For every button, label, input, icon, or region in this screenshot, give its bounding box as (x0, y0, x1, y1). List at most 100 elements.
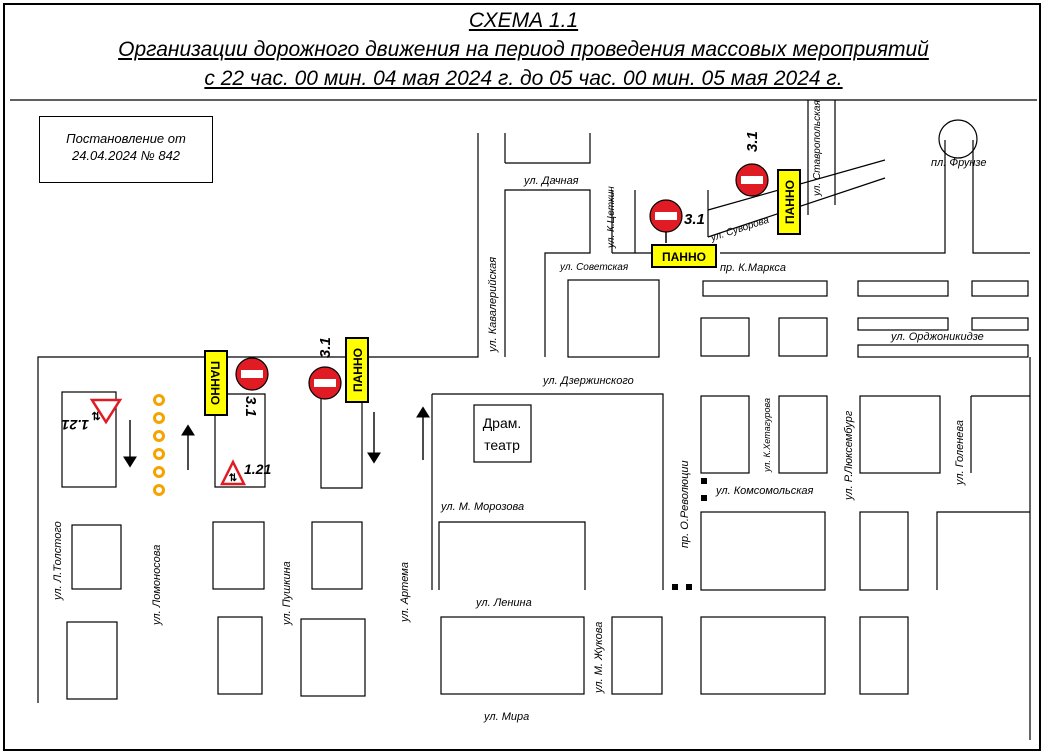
map-frame (3, 3, 1041, 751)
road-edge (505, 133, 591, 164)
block (700, 511, 826, 591)
warning-triangle-icon (89, 398, 123, 425)
road-kavaleriyskaya-west (37, 133, 479, 703)
no-entry-sign-mid-left: 3.1 (235, 357, 269, 417)
cone-icon (153, 412, 165, 424)
warning-triangle-icon (219, 459, 247, 486)
label-stavropolskaya: ул. Ставропольская (812, 100, 823, 197)
marker-square-icon (701, 478, 707, 484)
panno-label: ПАННО (351, 348, 365, 392)
block (700, 395, 750, 474)
label-suvorova: ул. Суворова (709, 215, 771, 245)
block (611, 616, 663, 695)
stop-markers (672, 478, 707, 590)
block (857, 280, 949, 297)
road-kmarksa-east (972, 140, 1030, 254)
direction-arrows (123, 406, 430, 470)
block (217, 616, 263, 695)
sign-code: 3.1 (684, 211, 705, 228)
two-way-arrows: ⇅ (229, 473, 238, 484)
road-edge (504, 189, 591, 357)
panno-panel-top-right: ПАННО (777, 169, 801, 235)
block (214, 393, 266, 488)
label-mmorozova: ул. М. Морозова (440, 501, 524, 513)
block (700, 616, 826, 695)
cone-icon (153, 448, 165, 460)
two-way-sign-lower: ⇅ 1.21 (219, 459, 271, 486)
road-dzerzhinskogo (432, 393, 664, 590)
block (212, 521, 265, 590)
sign-code: 3.1 (242, 396, 259, 417)
no-entry-sign-top-left: 3.1 (649, 199, 705, 243)
panno-panels: ПАННО ПАННО ПАННО ПАННО (204, 169, 801, 416)
block (66, 621, 118, 700)
frunze-square-circle (938, 119, 978, 159)
sign-code: 3.1 (317, 337, 334, 358)
label-kmarksa: пр. К.Маркса (720, 262, 786, 274)
scheme-period: с 22 час. 00 мин. 04 мая 2024 г. до 05 ч… (204, 67, 843, 90)
decree-line2: 24.04.2024 № 842 (71, 148, 181, 163)
block (859, 511, 909, 591)
label-khetagurova: ул. К.Хетагурова (762, 398, 772, 473)
block (778, 395, 828, 474)
theatre-line1: Драм. (483, 415, 522, 431)
label-pushkina: ул. Пушкина (281, 561, 293, 626)
theatre-label: Драм. театр (483, 415, 522, 453)
label-kavaleriyskaya: ул. Кавалерийская (487, 257, 499, 353)
panno-label: ПАННО (662, 250, 706, 264)
label-lomonosova: ул. Ломоносова (151, 545, 163, 626)
cone-icon (153, 394, 165, 406)
label-ktsetkin: ул. К.Цеткин (606, 186, 617, 249)
block-theatre (473, 404, 532, 463)
marker-square-icon (672, 584, 678, 590)
label-frunze: пл. Фрунзе (931, 157, 987, 169)
label-dachnaya: ул. Дачная (523, 175, 579, 187)
block (567, 279, 660, 358)
label-artema: ул. Артема (399, 562, 411, 623)
barrier-cones (153, 394, 165, 496)
block (971, 280, 1029, 297)
block (438, 521, 586, 590)
label-komsomolskaya: ул. Комсомольская (715, 485, 814, 497)
no-entry-sign-mid-right: 3.1 (308, 337, 342, 400)
block (311, 521, 363, 590)
label-lyuksemburg: ул. Р.Люксембург (843, 410, 855, 501)
sign-code: 3.1 (744, 131, 761, 152)
block (320, 394, 363, 489)
block (859, 395, 941, 474)
scheme-title: СХЕМА 1.1 (468, 9, 579, 32)
sign-code: 1.21 (62, 417, 89, 433)
block (440, 616, 585, 695)
panno-label: ПАННО (783, 180, 797, 224)
block (71, 524, 122, 590)
decree-line1: Постановление от (66, 131, 186, 146)
panno-panel-mid-left: ПАННО (204, 350, 228, 416)
label-sovetskaya: ул. Советская (559, 262, 629, 273)
label-mzhukova: ул. М. Жукова (593, 622, 605, 694)
block (300, 618, 366, 697)
block (702, 280, 828, 297)
block (700, 317, 750, 357)
marker-square-icon (701, 495, 707, 501)
label-ordzhonikidze: ул. Орджоникидзе (890, 331, 984, 343)
block (971, 317, 1029, 331)
road-kmarksa (720, 140, 946, 254)
sign-code: 1.21 (244, 461, 271, 477)
cone-icon (153, 430, 165, 442)
label-mira: ул. Мира (483, 711, 529, 723)
label-goleneva: ул. Голенева (954, 420, 966, 486)
block (778, 317, 828, 357)
block-edge (936, 511, 1030, 590)
city-blocks (61, 279, 1030, 700)
marker-square-icon (686, 584, 692, 590)
cone-icon (153, 466, 165, 478)
panno-panel-top: ПАННО (651, 244, 717, 268)
cone-icon (153, 484, 165, 496)
two-way-sign-upper: ⇅ 1.21 (62, 398, 123, 433)
label-lenina: ул. Ленина (475, 597, 532, 609)
label-dzerzhinskogo: ул. Дзержинского (542, 375, 634, 387)
decree-box: Постановление от 24.04.2024 № 842 (39, 116, 213, 183)
block (857, 344, 1029, 358)
road-lines (10, 99, 1037, 740)
